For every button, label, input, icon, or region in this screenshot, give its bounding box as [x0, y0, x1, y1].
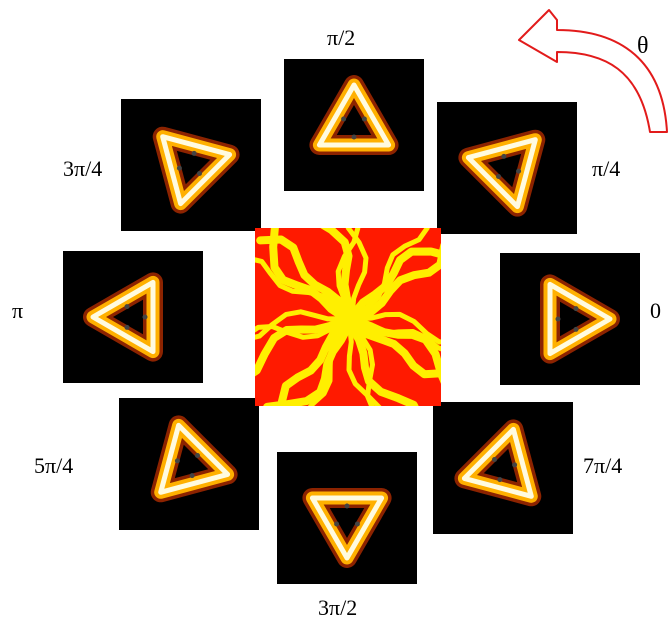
panel-3pi-over-4	[121, 99, 261, 231]
label-3pi-over-2: 3π/2	[318, 595, 357, 621]
vortex-core-0-2	[574, 306, 579, 311]
vortex-core-7pi4-0	[492, 457, 497, 462]
vortex-core-3pi4-2	[177, 166, 182, 171]
label-3pi-over-4: 3π/4	[63, 156, 102, 182]
vortex-core-pi2-1	[362, 117, 367, 122]
center-phase-pattern	[255, 228, 441, 406]
vortex-core-0-0	[556, 317, 561, 322]
label-pi: π	[12, 298, 23, 324]
vortex-ring-0	[500, 253, 640, 385]
vortex-core-pi4-1	[516, 169, 521, 174]
vortex-ring-pi	[63, 251, 203, 383]
vortex-core-7pi4-1	[497, 477, 502, 482]
vortex-core-3pi4-0	[197, 171, 202, 176]
label-0: 0	[650, 298, 661, 324]
label-pi-over-2: π/2	[327, 25, 355, 51]
vortex-core-pi4-2	[501, 154, 506, 159]
vortex-core-pi2-2	[341, 117, 346, 122]
panel-7pi-over-4	[433, 402, 573, 534]
vortex-ring-3pi2	[277, 452, 417, 584]
vortex-core-pi-0	[143, 315, 148, 320]
vortex-core-pi2-0	[352, 135, 357, 140]
vortex-ring-5pi4	[119, 398, 259, 530]
vortex-core-3pi2-1	[334, 522, 339, 527]
vortex-core-0-1	[574, 327, 579, 332]
vortex-core-3pi2-2	[355, 522, 360, 527]
label-5pi-over-4: 5π/4	[34, 453, 73, 479]
vortex-ring-3pi4	[121, 99, 261, 231]
panel-3pi-over-2	[277, 452, 417, 584]
vortex-core-5pi4-2	[190, 473, 195, 478]
panel-pi-over-2	[284, 59, 424, 191]
label-pi-over-4: π/4	[592, 156, 620, 182]
vortex-core-3pi4-1	[192, 151, 197, 156]
vortex-core-5pi4-1	[175, 458, 180, 463]
label-7pi-over-4: 7π/4	[583, 453, 622, 479]
vortex-core-pi-1	[125, 304, 130, 309]
theta-label: θ	[637, 33, 649, 60]
vortex-core-pi4-0	[496, 174, 501, 179]
rotation-arrow-icon	[515, 0, 670, 140]
vortex-core-pi-2	[125, 325, 130, 330]
vortex-core-3pi2-0	[345, 504, 350, 509]
panel-0	[500, 253, 640, 385]
vortex-ring-7pi4	[433, 402, 573, 534]
vortex-core-5pi4-0	[195, 453, 200, 458]
panel-5pi-over-4	[119, 398, 259, 530]
vortex-core-7pi4-2	[512, 462, 517, 467]
vortex-ring-pi2	[284, 59, 424, 191]
panel-pi	[63, 251, 203, 383]
